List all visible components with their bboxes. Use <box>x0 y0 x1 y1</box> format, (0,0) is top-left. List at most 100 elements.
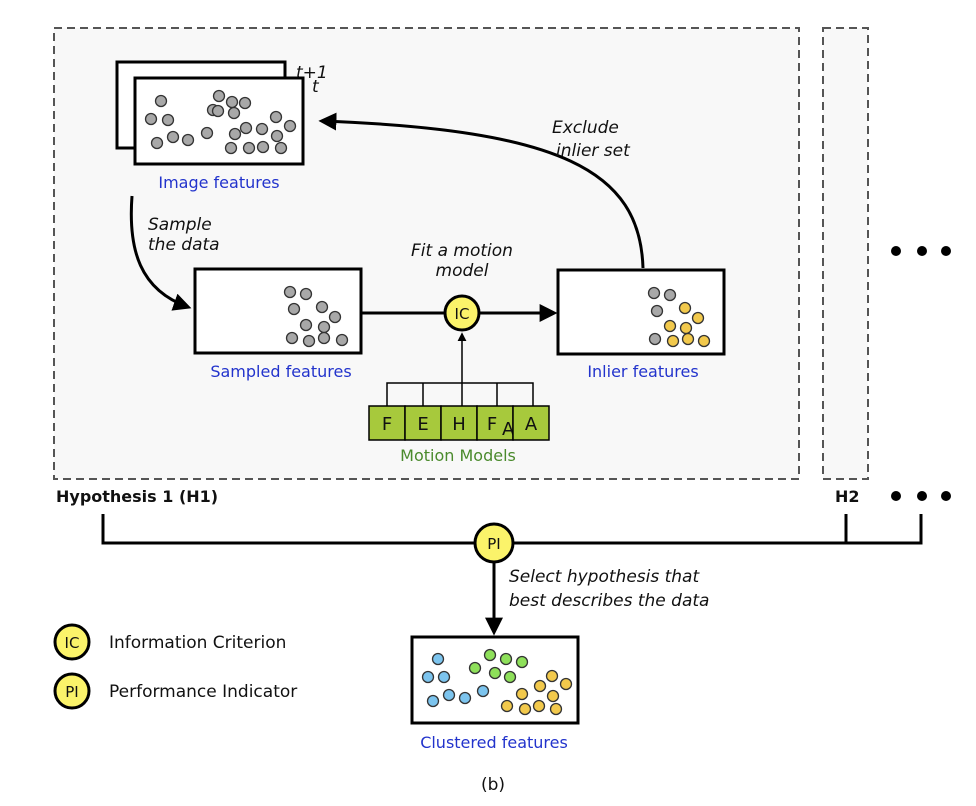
feature-point <box>285 331 299 345</box>
feature-point <box>270 129 284 143</box>
feature-point <box>691 311 705 325</box>
pi-badge: PI <box>473 522 515 564</box>
more-hypotheses-ellipsis <box>891 246 951 256</box>
feature-point <box>559 677 573 691</box>
feature-point <box>515 687 529 701</box>
feature-point <box>679 321 693 335</box>
feature-point <box>317 331 331 345</box>
hypothesis-2-label: H2 <box>835 487 860 506</box>
sampled-features-dots <box>283 285 349 348</box>
sample-arrow <box>129 195 192 311</box>
feature-point <box>476 684 490 698</box>
feature-point <box>421 670 435 684</box>
feature-point <box>650 304 664 318</box>
feature-point <box>161 113 175 127</box>
feature-point <box>518 702 532 716</box>
feature-point <box>227 106 241 120</box>
feature-point <box>144 112 158 126</box>
clustered-features-label: Clustered features <box>420 733 568 752</box>
svg-text:PI: PI <box>65 683 78 701</box>
sampled-features-box <box>193 267 363 355</box>
model-connector <box>386 382 534 406</box>
feature-point <box>488 666 502 680</box>
inlier-features-box <box>556 268 726 356</box>
svg-text:Performance Indicator: Performance Indicator <box>109 682 297 702</box>
feature-point <box>500 699 514 713</box>
feature-point <box>317 320 331 334</box>
feature-point <box>431 652 445 666</box>
figure-caption: (b) <box>481 775 505 795</box>
feature-point <box>200 126 214 140</box>
feature-point <box>328 310 342 324</box>
svg-text:F: F <box>487 414 497 435</box>
feature-point <box>224 141 238 155</box>
svg-text:E: E <box>417 414 428 435</box>
exclude-annotation-line2: inlier set <box>556 141 631 161</box>
hypothesis-2-region <box>822 27 869 480</box>
fit-annotation-line1: Fit a motion <box>411 241 513 261</box>
motion-model-f: F <box>368 405 406 441</box>
feature-point <box>647 286 661 300</box>
inlier-features-label: Inlier features <box>587 362 698 381</box>
feature-point <box>549 702 563 716</box>
svg-text:IC: IC <box>65 634 80 652</box>
feature-point <box>458 691 472 705</box>
feature-point <box>212 89 226 103</box>
feature-point <box>648 332 662 346</box>
feature-point <box>256 140 270 154</box>
feature-point <box>211 104 225 118</box>
sample-annotation-line1: Sample <box>148 215 212 235</box>
clustered-features-dots <box>421 648 573 716</box>
feature-point <box>499 652 513 666</box>
feature-point <box>315 300 329 314</box>
feature-point <box>299 287 313 301</box>
inlier-features-dots <box>647 286 711 348</box>
feature-point <box>681 332 695 346</box>
feature-point <box>532 699 546 713</box>
feature-point <box>238 96 252 110</box>
svg-text:F: F <box>382 414 392 435</box>
feature-point <box>483 648 497 662</box>
feature-point <box>663 288 677 302</box>
feature-point <box>533 679 547 693</box>
feature-point <box>442 688 456 702</box>
legend-pi: PI Performance Indicator <box>53 672 297 710</box>
feature-point <box>546 689 560 703</box>
feature-point <box>269 110 283 124</box>
exclude-arrow <box>318 112 645 269</box>
feature-point <box>255 122 269 136</box>
feature-point <box>437 670 451 684</box>
feature-point <box>468 661 482 675</box>
feature-point <box>287 302 301 316</box>
feature-point <box>663 319 677 333</box>
feature-point <box>666 334 680 348</box>
svg-text:H: H <box>452 414 466 435</box>
feature-point <box>426 694 440 708</box>
motion-models-title: Motion Models <box>400 446 516 465</box>
feature-point <box>166 130 180 144</box>
feature-point <box>503 670 517 684</box>
svg-text:PI: PI <box>487 535 500 553</box>
svg-text:A: A <box>525 414 538 435</box>
feature-point <box>515 655 529 669</box>
svg-text:IC: IC <box>455 305 470 323</box>
select-annotation-line1: Select hypothesis that <box>509 567 700 587</box>
feature-point <box>678 301 692 315</box>
fit-annotation-line2: model <box>436 261 489 281</box>
more-hypotheses-ellipsis-bottom <box>891 491 951 501</box>
feature-point <box>283 119 297 133</box>
hypothesis-1-label: Hypothesis 1 (H1) <box>56 487 218 506</box>
feature-point <box>283 285 297 299</box>
sample-annotation-line2: the data <box>148 235 220 255</box>
motion-model-h: H <box>440 405 478 441</box>
motion-model-a: A <box>512 405 550 441</box>
feature-point <box>181 133 195 147</box>
feature-point <box>545 669 559 683</box>
feature-point <box>302 334 316 348</box>
feature-point <box>242 141 256 155</box>
feature-point <box>299 318 313 332</box>
feature-point <box>154 94 168 108</box>
select-annotation-line2: best describes the data <box>509 591 709 611</box>
